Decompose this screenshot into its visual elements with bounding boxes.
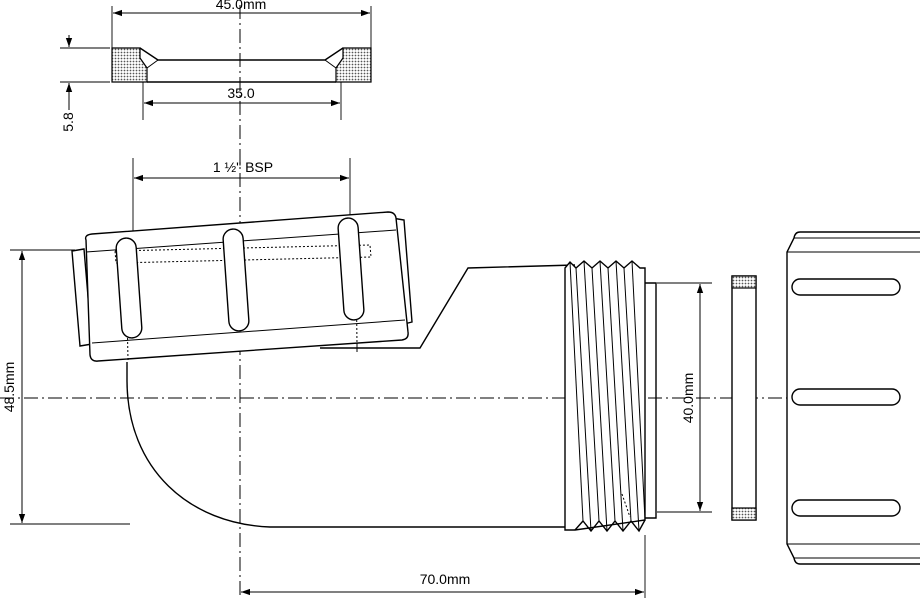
thread-profile-bottom — [574, 519, 646, 533]
outlet-nut-grip-slot-bottom — [791, 499, 901, 517]
thread-line-6 — [607, 267, 624, 532]
outlet-nut-grip-slot-top — [791, 278, 901, 296]
thread-profile-top — [564, 260, 646, 531]
dim-label-washer-outer: 45.0mm — [216, 0, 267, 12]
washer-section: 45.0mm 35.0 5.8 — [60, 0, 372, 132]
nut-grip-slot-2 — [222, 228, 250, 332]
nut-grip-slot-3 — [337, 217, 365, 321]
thread-line-3 — [583, 260, 600, 522]
height-dimension: 48.5mm — [1, 249, 130, 525]
dim-label-inlet-thread: 1 ½" BSP — [213, 159, 273, 175]
dim-label-body-length: 70.0mm — [420, 571, 471, 587]
length-dimension: 70.0mm — [241, 535, 646, 598]
thread-line-4 — [591, 267, 608, 532]
seal-ring-body — [731, 275, 757, 521]
thread-line-9 — [631, 260, 646, 521]
washer-inner-profile — [139, 47, 344, 61]
outlet-thread — [564, 260, 646, 533]
thread-line-2 — [575, 267, 592, 532]
thread-line-1 — [569, 261, 584, 522]
thread-line-7 — [615, 260, 632, 522]
seal-ring-bottom-section — [731, 507, 757, 521]
thread-hidden-end — [621, 493, 631, 518]
washer-right-section — [335, 47, 372, 83]
inlet-nut-inner-edge-bottom — [91, 319, 406, 344]
bsp-dimension: 1 ½" BSP — [132, 158, 351, 242]
outlet-nut — [786, 231, 920, 565]
seal-ring-top-section — [731, 275, 757, 289]
dim-label-outlet-diameter: 40.0mm — [680, 373, 696, 424]
bend-body — [71, 211, 657, 533]
seal-ring — [731, 275, 757, 521]
thread-line-5 — [599, 260, 616, 522]
outlet-pipe-end — [645, 282, 657, 519]
outlet-nut-grip-slot-middle — [791, 388, 901, 406]
washer-left-section — [111, 47, 148, 83]
bend-outer-curve — [126, 362, 575, 528]
dim-label-body-height: 48.5mm — [1, 362, 17, 413]
bend-top-line — [320, 264, 576, 349]
dim-label-washer-thickness: 5.8 — [60, 112, 76, 132]
thread-line-8 — [623, 267, 640, 532]
outlet-dimension: 40.0mm — [657, 282, 712, 513]
dim-label-washer-inner: 35.0 — [227, 85, 254, 101]
washer-inner-line — [146, 59, 337, 69]
nut-grip-slot-1 — [115, 237, 143, 339]
